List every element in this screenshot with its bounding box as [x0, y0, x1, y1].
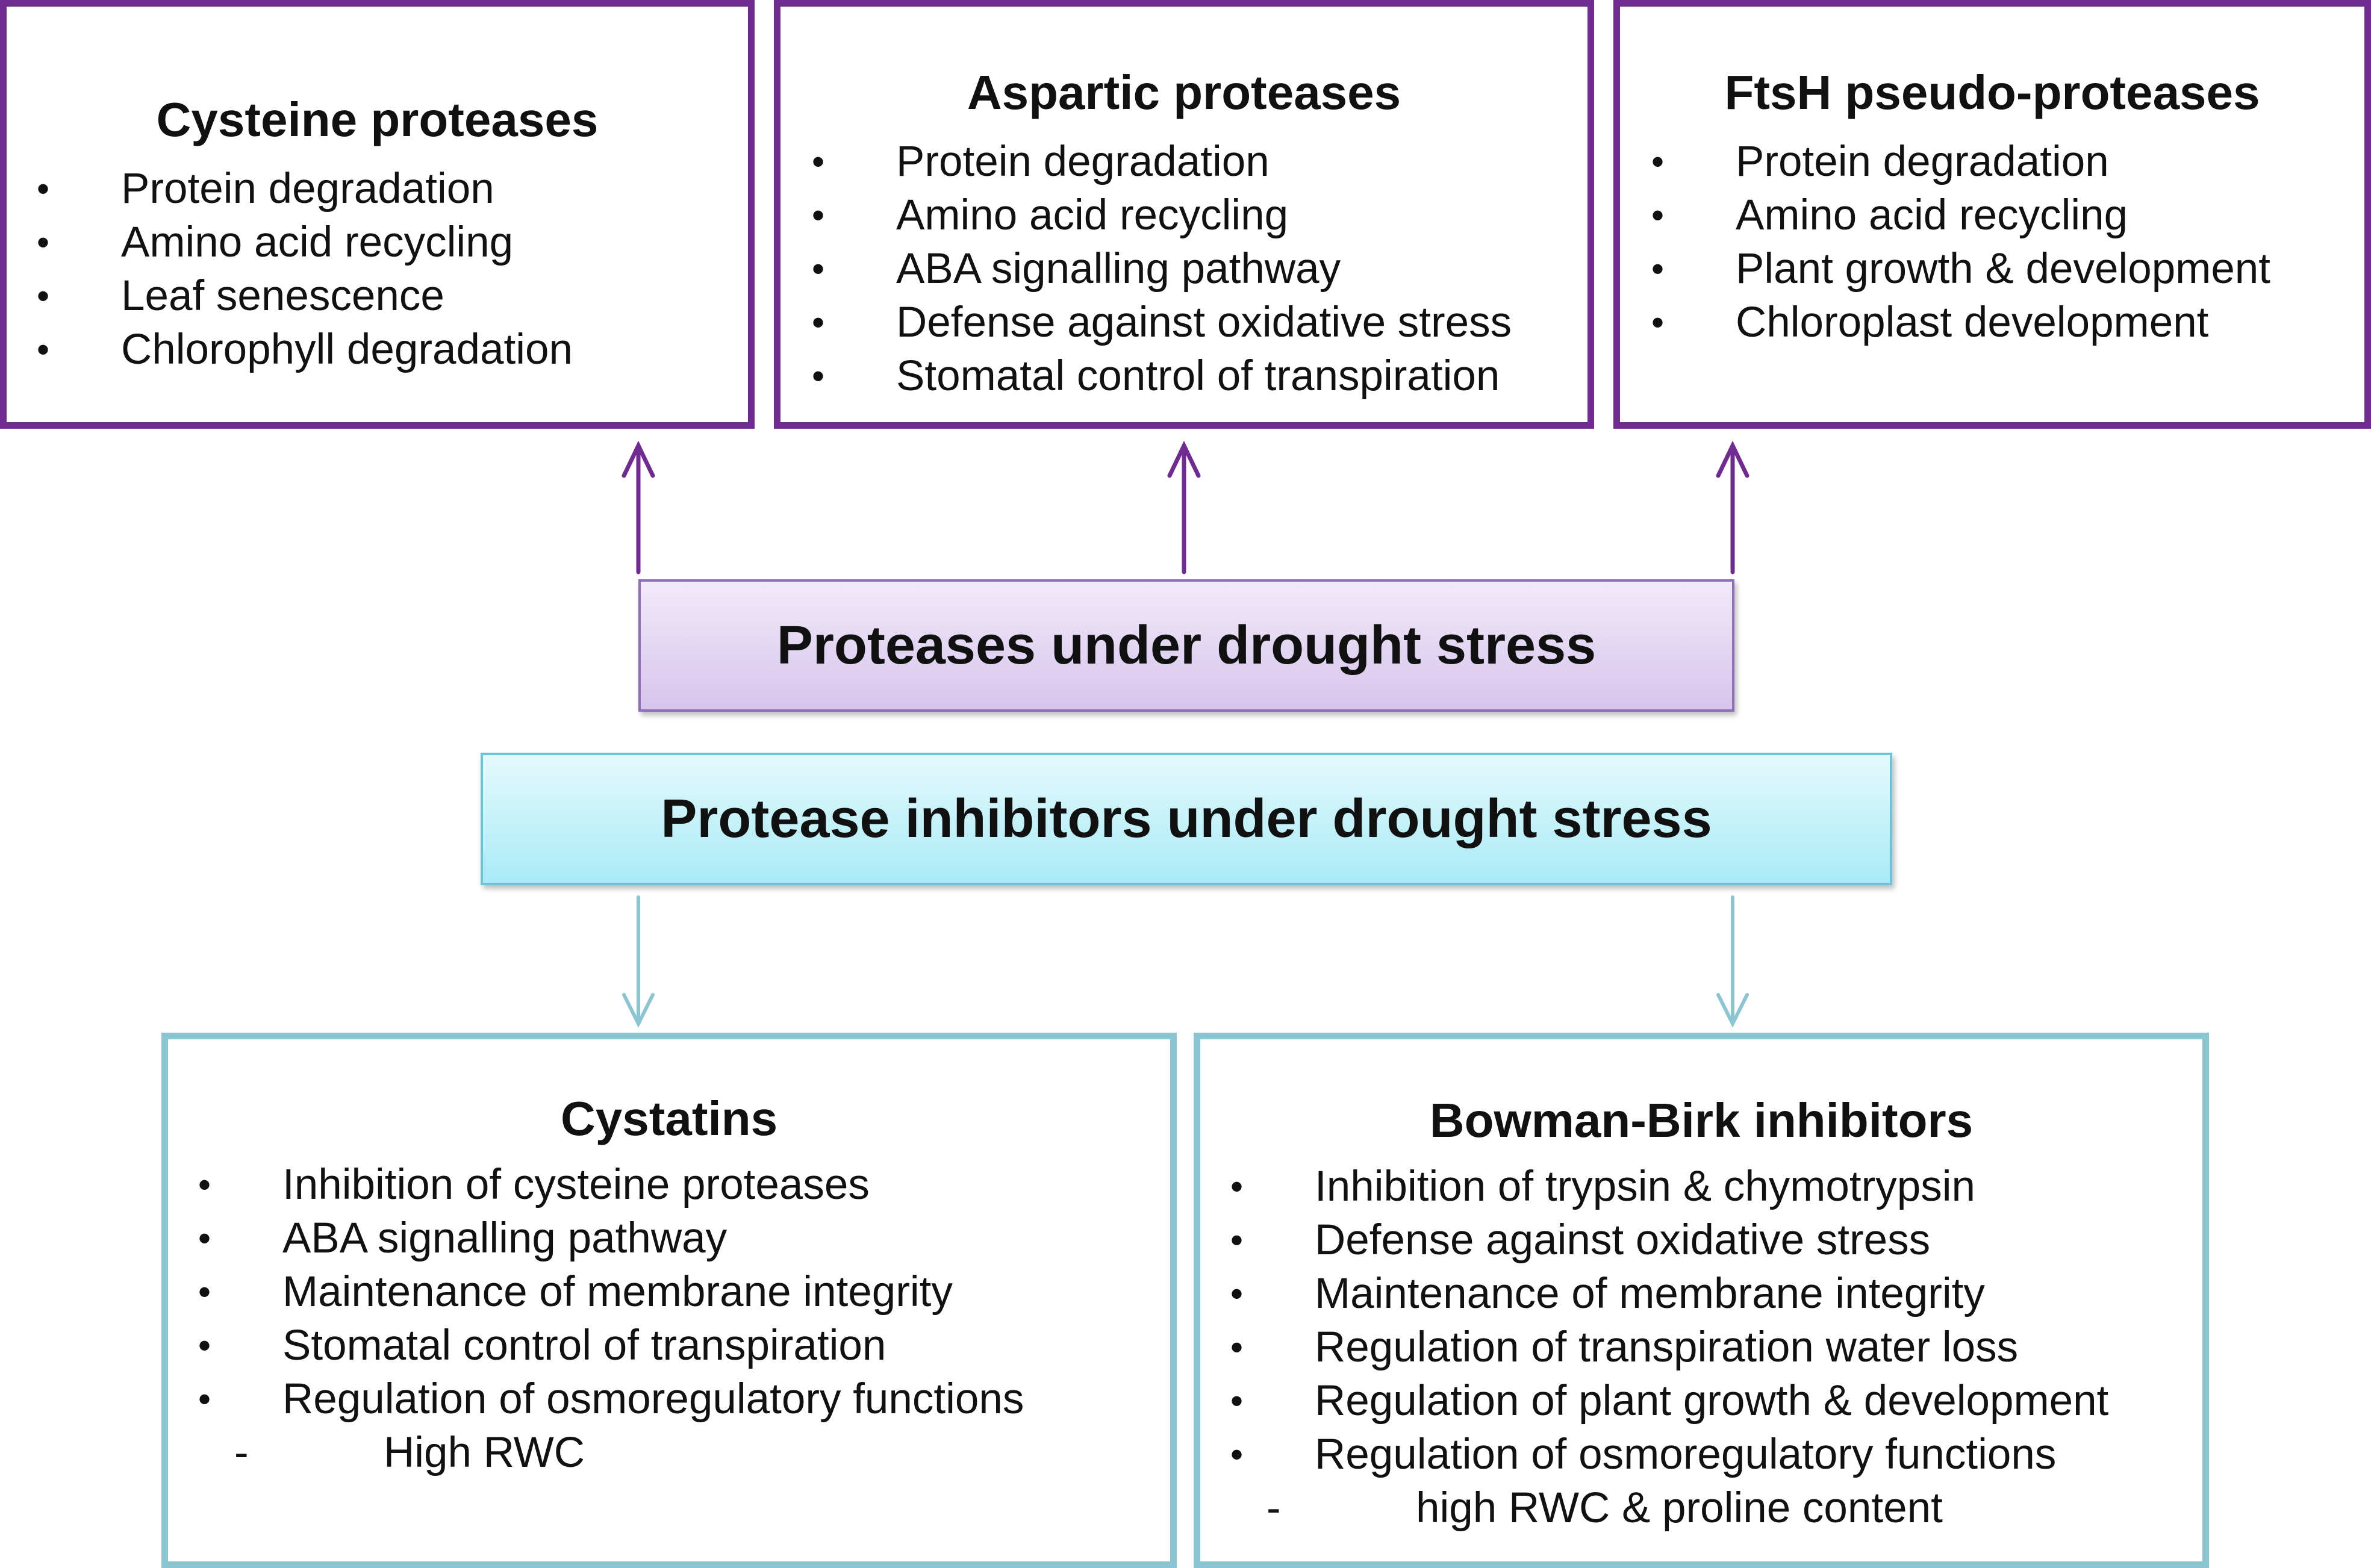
list-item: •Maintenance of membrane integrity: [1230, 1270, 1985, 1318]
list-item: •Plant growth & development: [1651, 245, 2271, 293]
list-item: •Stomatal control of transpiration: [812, 352, 1500, 400]
ftsh-pseudo-proteases-box: FtsH pseudo-proteases •Protein degradati…: [1613, 0, 2371, 429]
sub-list-item: -high RWC & proline content: [1267, 1484, 1943, 1532]
arrow-to-cystatins: [622, 895, 655, 1028]
blue-arrows: [622, 895, 1749, 1028]
aspartic-proteases-list: •Protein degradation •Amino acid recycli…: [812, 135, 1512, 403]
cystatins-list: •Inhibition of cysteine proteases •ABA s…: [198, 1158, 1024, 1479]
list-item: •Defense against oxidative stress: [1230, 1216, 1931, 1264]
cystatins-box: Cystatins •Inhibition of cysteine protea…: [161, 1033, 1177, 1568]
list-item: •ABA signalling pathway: [812, 245, 1341, 293]
purple-arrows: [622, 440, 1749, 574]
arrow-to-cysteine: [622, 440, 655, 574]
aspartic-proteases-box: Aspartic proteases •Protein degradation …: [774, 0, 1594, 429]
cysteine-proteases-title: Cysteine proteases: [156, 93, 599, 146]
cystatins-title: Cystatins: [560, 1092, 778, 1145]
list-item: •Inhibition of cysteine proteases: [198, 1161, 870, 1209]
list-item: •Protein degradation: [812, 138, 1270, 185]
arrow-to-ftsh: [1716, 440, 1749, 574]
list-item: •Amino acid recycling: [812, 191, 1289, 239]
arrow-to-aspartic: [1167, 440, 1201, 574]
list-item: •Protein degradation: [1651, 138, 2109, 185]
cysteine-proteases-list: •Protein degradation •Amino acid recycli…: [37, 162, 573, 376]
list-item: •Stomatal control of transpiration: [198, 1322, 886, 1369]
list-item: •Chloroplast development: [1651, 299, 2209, 346]
sub-list-item: -High RWC: [234, 1429, 585, 1476]
list-item: •Amino acid recycling: [1651, 191, 2128, 239]
ftsh-pseudo-proteases-list: •Protein degradation •Amino acid recycli…: [1651, 135, 2271, 349]
arrow-to-bowman-birk: [1716, 895, 1749, 1028]
proteases-under-drought-stress-box: Proteases under drought stress: [638, 579, 1734, 712]
protease-inhibitors-under-drought-stress-label: Protease inhibitors under drought stress: [661, 788, 1712, 849]
ftsh-pseudo-proteases-title: FtsH pseudo-proteases: [1724, 66, 2260, 119]
list-item: •Maintenance of membrane integrity: [198, 1268, 953, 1316]
bowman-birk-inhibitors-box: Bowman-Birk inhibitors •Inhibition of tr…: [1194, 1033, 2209, 1568]
aspartic-proteases-title: Aspartic proteases: [967, 66, 1401, 119]
list-item: •Regulation of plant growth & developmen…: [1230, 1377, 2109, 1425]
proteases-under-drought-stress-label: Proteases under drought stress: [776, 615, 1597, 676]
list-item: •Amino acid recycling: [37, 219, 514, 266]
list-item: •ABA signalling pathway: [198, 1215, 728, 1262]
list-item: •Chlorophyll degradation: [37, 326, 573, 373]
list-item: •Regulation of transpiration water loss: [1230, 1324, 2019, 1371]
bowman-birk-inhibitors-title: Bowman-Birk inhibitors: [1429, 1094, 1974, 1147]
list-item: •Inhibition of trypsin & chymotrypsin: [1230, 1163, 1976, 1210]
list-item: •Defense against oxidative stress: [812, 299, 1512, 346]
list-item: •Regulation of osmoregulatory functions: [198, 1375, 1024, 1423]
protease-inhibitors-under-drought-stress-box: Protease inhibitors under drought stress: [481, 753, 1892, 885]
cysteine-proteases-box: Cysteine proteases •Protein degradation …: [0, 0, 755, 429]
list-item: •Regulation of osmoregulatory functions: [1230, 1431, 2057, 1478]
bowman-birk-inhibitors-list: •Inhibition of trypsin & chymotrypsin •D…: [1230, 1160, 2109, 1535]
list-item: •Leaf senescence: [37, 272, 444, 320]
list-item: •Protein degradation: [37, 165, 494, 213]
